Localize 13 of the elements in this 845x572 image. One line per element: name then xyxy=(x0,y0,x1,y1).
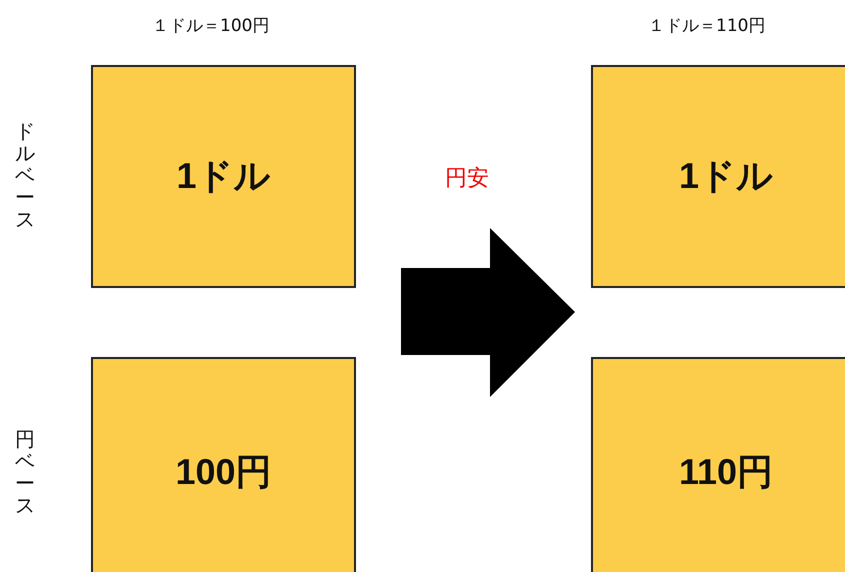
value-box xyxy=(91,357,356,572)
row-label: 円ベース xyxy=(15,428,35,516)
value-box xyxy=(91,65,356,288)
value-box xyxy=(591,65,845,288)
amount-text: 100円 xyxy=(175,450,272,494)
rate-label: １ドル＝110円 xyxy=(648,15,766,37)
row-label: ドルベース xyxy=(15,120,35,230)
change-label: 円安 xyxy=(445,165,489,193)
amount-text: 1ドル xyxy=(176,154,271,198)
amount-text: 110円 xyxy=(678,450,774,494)
rate-label: １ドル＝100円 xyxy=(152,15,270,37)
value-box xyxy=(591,357,845,572)
amount-text: 1ドル xyxy=(678,154,774,198)
